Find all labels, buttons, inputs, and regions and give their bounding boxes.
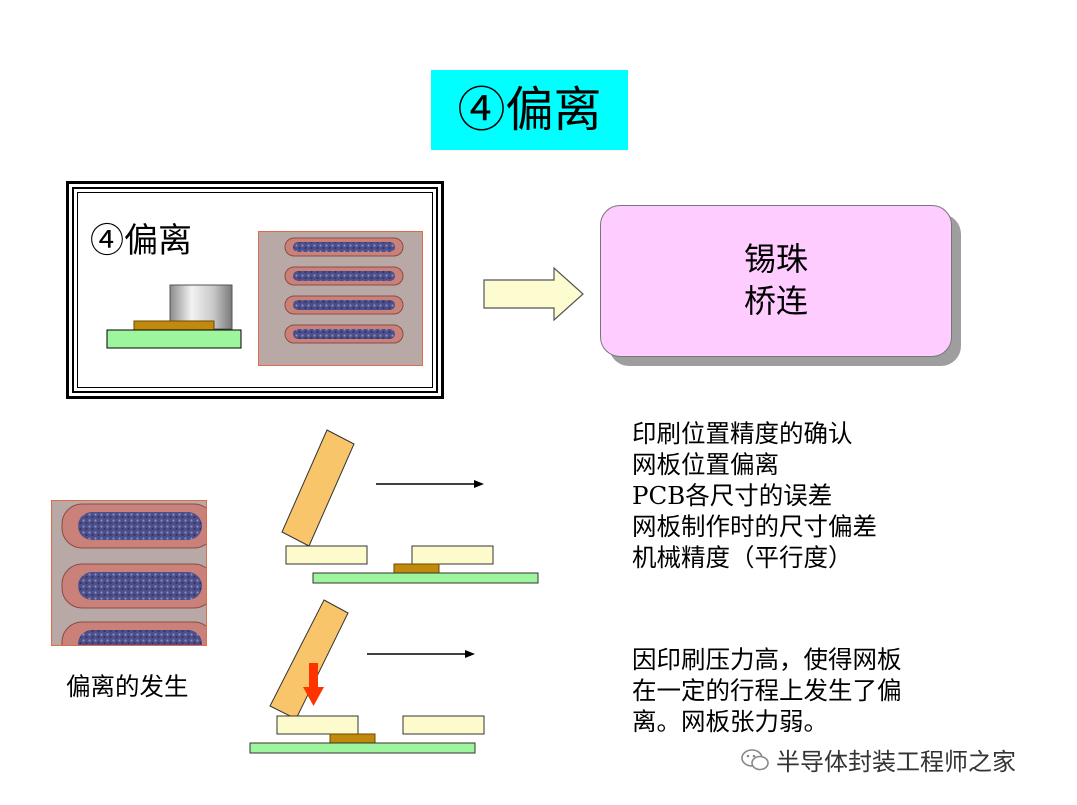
inset-label: ④偏离 [90, 221, 192, 261]
wechat-icon [741, 748, 769, 770]
stencil-left [276, 715, 359, 735]
solder-pad [393, 563, 440, 574]
result-arrow [483, 266, 584, 322]
pressure-arrow [303, 663, 324, 706]
paste-strip [61, 621, 206, 645]
squeegee [281, 429, 355, 547]
stencil-right [411, 545, 494, 565]
printing-diagram-1 [281, 429, 539, 584]
page-title: ④偏离 [431, 70, 628, 150]
paste-strip [284, 295, 404, 315]
printing-diagram-2 [249, 599, 485, 754]
solder-pad [329, 733, 376, 744]
pcb-board [249, 742, 476, 754]
stencil-right [402, 715, 485, 735]
solder-pad [133, 320, 215, 331]
pcb-board [106, 329, 242, 349]
stencil-left [285, 545, 368, 565]
paste-strip [284, 266, 404, 286]
solder-paste-photo [258, 231, 423, 366]
result-line-1: 锡珠 [743, 240, 808, 279]
watermark-text: 半导体封装工程师之家 [776, 748, 1016, 776]
watermark: 半导体封装工程师之家 [740, 742, 1016, 777]
squeegee [269, 599, 349, 720]
paste-strip [61, 563, 206, 609]
offset-photo [51, 500, 207, 646]
photo-caption: 偏离的发生 [66, 672, 189, 701]
paste-strip [61, 503, 206, 549]
pcb-board [312, 572, 539, 584]
result-box: 锡珠 桥连 [600, 205, 952, 357]
pressure-text: 因印刷压力高，使得网板 在一定的行程上发生了偏 离。网板张力弱。 [632, 645, 902, 736]
result-line-2: 桥连 [743, 282, 808, 320]
paste-strip [284, 324, 404, 344]
causes-text: 印刷位置精度的确认 网板位置偏离 PCB各尺寸的误差 网板制作时的尺寸偏差 机械… [632, 419, 877, 572]
component-schematic [106, 284, 242, 349]
paste-strip [284, 237, 404, 257]
